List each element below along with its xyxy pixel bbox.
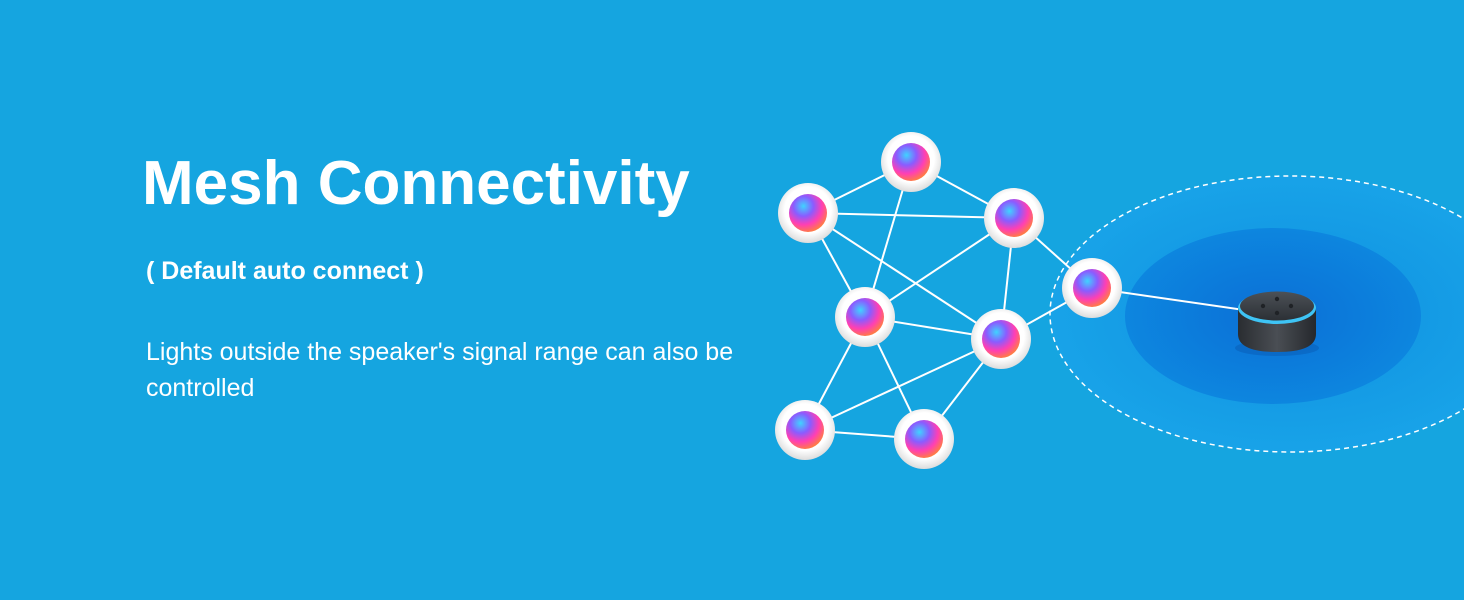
smart-bulb-icon (775, 400, 835, 460)
smart-bulb-icon (984, 188, 1044, 248)
text-block: Mesh Connectivity ( Default auto connect… (142, 148, 782, 406)
mesh-link (807, 212, 1015, 219)
mesh-link (804, 338, 1002, 431)
smart-bulb-icon (835, 287, 895, 347)
smart-bulb-icon (971, 309, 1031, 369)
subtitle: ( Default auto connect ) (146, 257, 424, 285)
smart-bulb-icon (778, 183, 838, 243)
smart-bulb-icon (881, 132, 941, 192)
smart-bulb-icon (894, 409, 954, 469)
mesh-link (807, 212, 1002, 340)
smart-bulb-icon (1062, 258, 1122, 318)
description: Lights outside the speaker's signal rang… (146, 338, 734, 402)
smart-bulbs (775, 132, 1122, 469)
page-title: Mesh Connectivity (142, 149, 690, 218)
signal-range-boundary (1049, 175, 1464, 453)
smart-speaker-icon (1235, 291, 1319, 356)
